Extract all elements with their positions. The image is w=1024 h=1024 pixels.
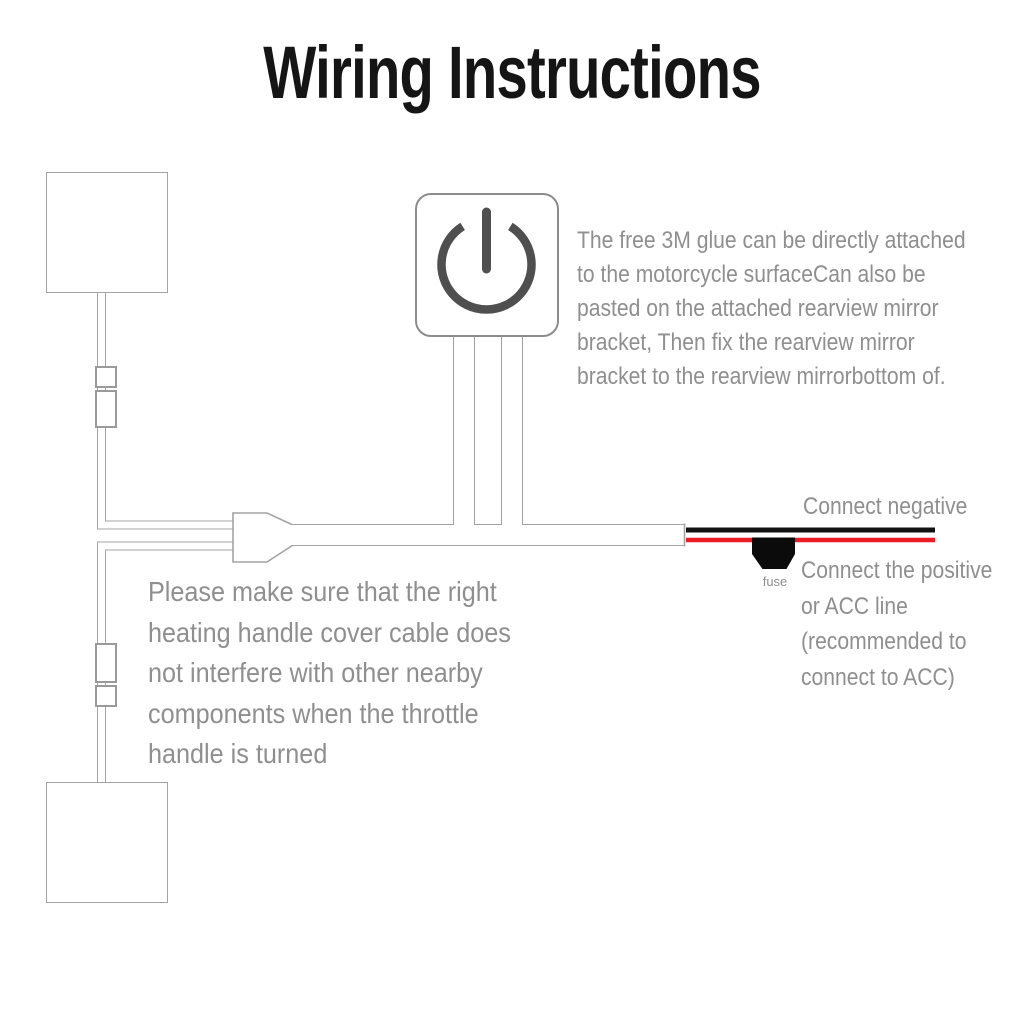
power-icon-arc <box>437 222 536 314</box>
inline-connector-top-small <box>95 366 117 388</box>
connect-positive-line: Connect the positive <box>801 557 993 584</box>
glue-note-line: bracket to the rearview mirrorbottom of. <box>577 363 946 390</box>
inline-connector-bottom-small <box>95 685 117 707</box>
fuse-label: fuse <box>762 574 788 589</box>
connect-positive-line: (recommended to <box>801 628 967 655</box>
power-icon <box>437 207 536 314</box>
glue-note-line: pasted on the attached rearview mirror <box>577 295 939 322</box>
glue-note: The free 3M glue can be directly attache… <box>577 224 966 394</box>
fuse <box>752 537 795 569</box>
top-grip-wire-fill <box>98 292 242 529</box>
glue-note-line: to the motorcycle surfaceCan also be <box>577 261 926 288</box>
interference-note: Please make sure that the right heating … <box>148 572 511 775</box>
connect-positive-line: connect to ACC) <box>801 663 955 691</box>
interference-note-line: not interfere with other nearby <box>148 657 483 688</box>
inline-connector-bottom-large <box>95 643 117 683</box>
wire-splitter <box>232 512 294 563</box>
connect-positive-label: Connect the positive or ACC line (recomm… <box>801 553 992 695</box>
inline-connector-top-large <box>95 390 117 428</box>
connect-negative-label: Connect negative <box>803 493 968 520</box>
glue-note-line: bracket, Then fix the rearview mirror <box>577 329 915 356</box>
heated-grip-pad-bottom <box>46 782 168 903</box>
glue-note-line: The free 3M glue can be directly attache… <box>577 227 966 254</box>
interference-note-line: components when the throttle <box>148 697 479 729</box>
page-title: Wiring Instructions <box>263 31 761 114</box>
power-switch <box>415 193 559 337</box>
interference-note-line: Please make sure that the right <box>148 576 497 607</box>
top-grip-wire-outline <box>97 292 242 530</box>
connect-positive-line: or ACC line <box>801 592 908 620</box>
interference-note-line: heating handle cover cable does <box>148 616 511 648</box>
heated-grip-pad-top <box>46 172 168 293</box>
interference-note-line: handle is turned <box>148 738 328 769</box>
